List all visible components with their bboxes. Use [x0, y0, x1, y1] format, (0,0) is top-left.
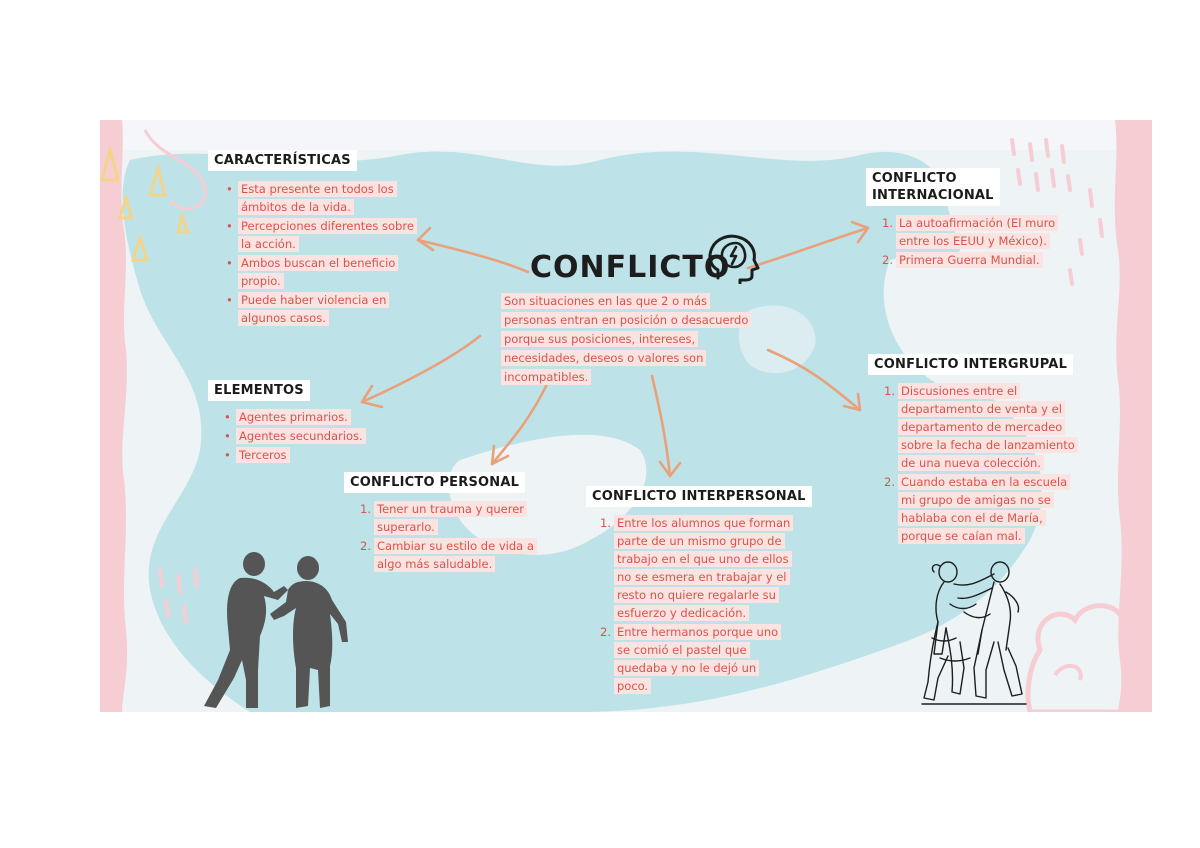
central-definition: Son situaciones en las que 2 o más perso… — [501, 292, 759, 387]
fighting-people-sketch — [921, 561, 1027, 705]
intergrupal-list: 1.Discusiones entre el departamento de v… — [884, 382, 1080, 546]
list-item: 1.Discusiones entre el departamento de v… — [884, 382, 1080, 472]
list-item: Agentes secundarios. — [224, 427, 384, 445]
list-item: 2.Cuando estaba en la escuela mi grupo d… — [884, 473, 1080, 545]
elementos-heading: ELEMENTOS — [208, 380, 310, 401]
list-item: Esta presente en todos los ámbitos de la… — [226, 180, 426, 216]
arrow-to-elementos — [360, 334, 482, 404]
arrow-to-interpersonal — [650, 374, 672, 478]
elementos-list: Agentes primarios. Agentes secundarios. … — [224, 408, 384, 465]
personal-list: 1.Tener un trauma y querer superarlo. 2.… — [360, 500, 537, 574]
mind-map-canvas: CONFLICTO Son situaciones en las que 2 o… — [100, 120, 1152, 712]
list-item: Percepciones diferentes sobre la acción. — [226, 217, 426, 253]
arrow-to-personal — [490, 380, 550, 466]
list-item: 1.La autoafirmación (El muro entre los E… — [882, 214, 1064, 250]
list-item: Puede haber violencia en algunos casos. — [226, 291, 426, 327]
list-item: 2.Primera Guerra Mundial. — [882, 251, 1064, 269]
head-lightning-icon — [708, 234, 760, 284]
list-item: Ambos buscan el beneficio propio. — [226, 254, 426, 290]
personal-heading: CONFLICTO PERSONAL — [344, 472, 526, 493]
internacional-list: 1.La autoafirmación (El muro entre los E… — [882, 214, 1064, 270]
definition-text: Son situaciones en las que 2 o más perso… — [501, 293, 752, 385]
connector-arrows — [360, 220, 870, 478]
arrow-to-internacional — [746, 226, 870, 270]
list-item: Agentes primarios. — [224, 408, 384, 426]
interpersonal-heading: CONFLICTO INTERPERSONAL — [586, 486, 812, 507]
list-item: 2.Cambiar su estilo de vida a algo más s… — [360, 537, 537, 573]
interpersonal-list: 1.Entre los alumnos que forman parte de … — [600, 514, 794, 696]
list-item: 2.Entre hermanos porque uno se comió el … — [600, 623, 794, 695]
caracteristicas-heading: CARACTERÍSTICAS — [208, 150, 357, 171]
internacional-heading-line1: CONFLICTO — [872, 171, 957, 186]
arrow-to-intergrupal — [766, 348, 862, 412]
internacional-heading: CONFLICTO INTERNACIONAL — [866, 168, 1000, 206]
list-item: Terceros — [224, 446, 384, 464]
list-item: 1.Entre los alumnos que forman parte de … — [600, 514, 794, 622]
internacional-heading-line2: INTERNACIONAL — [872, 188, 994, 203]
central-title: CONFLICTO — [530, 250, 731, 285]
list-item: 1.Tener un trauma y querer superarlo. — [360, 500, 536, 536]
arguing-people-silhouette — [204, 552, 348, 708]
caracteristicas-list: Esta presente en todos los ámbitos de la… — [226, 180, 426, 328]
arrow-to-caracteristicas — [416, 238, 530, 274]
intergrupal-heading: CONFLICTO INTERGRUPAL — [868, 354, 1074, 375]
